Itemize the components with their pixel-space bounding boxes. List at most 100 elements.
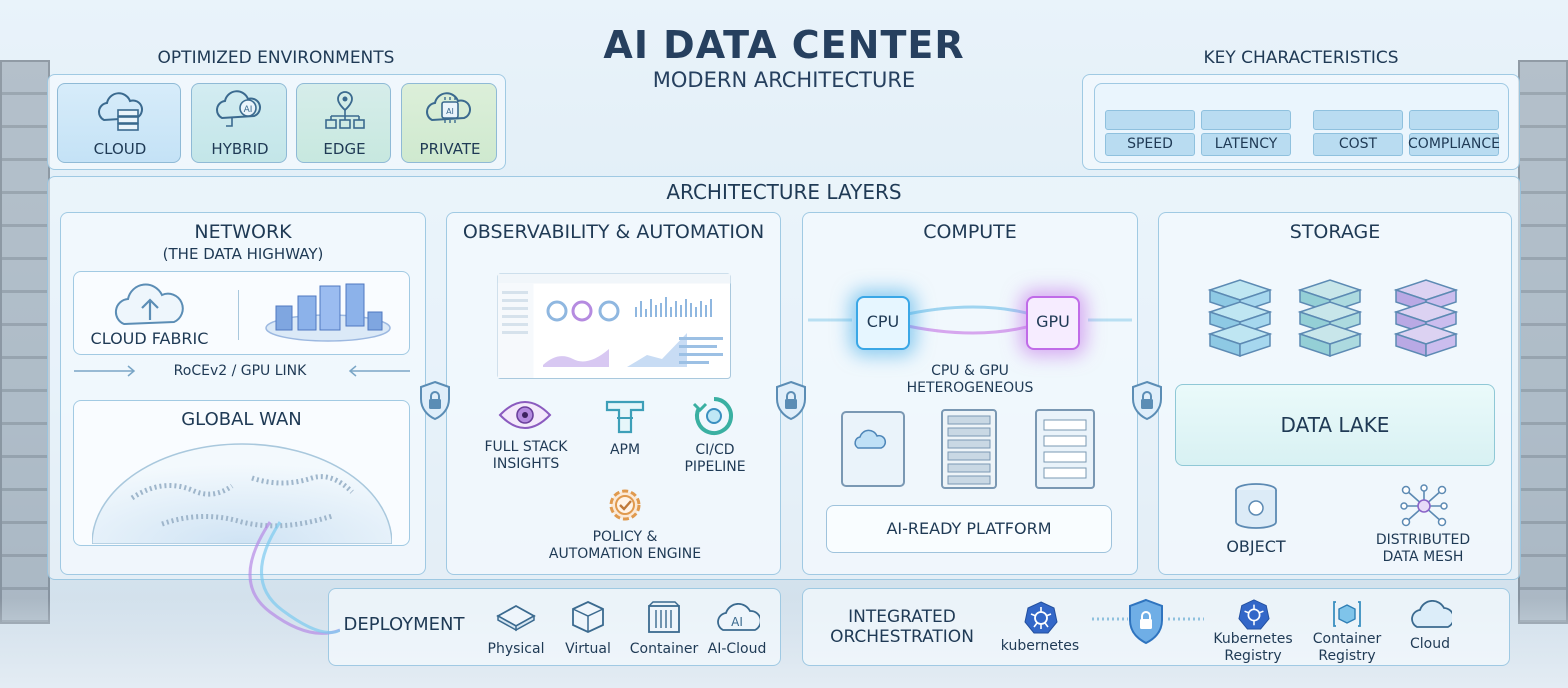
gpu-chip[interactable] bbox=[1026, 296, 1080, 350]
orchestration-shield-icon bbox=[1129, 598, 1163, 645]
ai-ready-platform-box[interactable] bbox=[826, 505, 1112, 553]
env-label-edge: EDGE bbox=[323, 140, 366, 158]
char-bar-cost bbox=[1313, 110, 1403, 130]
container-registry-icon bbox=[1333, 601, 1361, 627]
server-cluster-icon bbox=[265, 283, 391, 342]
data-mesh-label-1: DISTRIBUTED bbox=[1375, 532, 1471, 548]
env-tile-cloud[interactable]: CLOUD bbox=[57, 83, 181, 163]
storage-stacks-icon bbox=[1207, 279, 1459, 358]
security-shield-icon bbox=[776, 380, 806, 421]
char-bar-latency bbox=[1201, 110, 1291, 130]
cloud-fabric-divider bbox=[238, 290, 239, 340]
deployment-title: DEPLOYMENT bbox=[343, 614, 465, 635]
svg-text:AI: AI bbox=[244, 105, 253, 115]
cpu-chip[interactable] bbox=[856, 296, 910, 350]
ai-cloud-icon: AI bbox=[717, 602, 760, 631]
fiber-glow-decoration bbox=[248, 521, 340, 635]
char-chip-speed[interactable] bbox=[1105, 133, 1195, 156]
heterogeneous-label-2: HETEROGENEOUS bbox=[906, 380, 1034, 396]
container-icon bbox=[648, 601, 680, 633]
cloud-fabric-label: CLOUD FABRIC bbox=[90, 329, 209, 348]
object-label: OBJECT bbox=[1226, 537, 1286, 556]
edge-network-icon bbox=[325, 91, 365, 129]
ci-cd-label-2: PIPELINE bbox=[684, 459, 746, 475]
data-lake-label: DATA LAKE bbox=[1280, 413, 1390, 437]
server-rack-right bbox=[1518, 60, 1568, 624]
data-mesh-label-2: DATA MESH bbox=[1382, 549, 1464, 565]
char-label-latency: LATENCY bbox=[1214, 136, 1278, 152]
network-subtitle: (THE DATA HIGHWAY) bbox=[162, 245, 324, 263]
ci-cd-pipeline-icon bbox=[692, 397, 733, 435]
globe-icon bbox=[92, 443, 392, 544]
env-label-private: PRIVATE bbox=[419, 140, 481, 158]
storage-title: STORAGE bbox=[1289, 221, 1381, 243]
kubernetes-registry-label-1: Kubernetes bbox=[1213, 631, 1293, 647]
env-tile-edge[interactable]: EDGE bbox=[296, 83, 391, 163]
observability-panel bbox=[446, 212, 781, 575]
svg-text:AI: AI bbox=[731, 615, 743, 629]
cloud-upload-icon bbox=[114, 283, 184, 326]
env-label-cloud: CLOUD bbox=[93, 140, 147, 158]
data-mesh-icon bbox=[1400, 484, 1448, 527]
ai-chip-cloud-icon: AI bbox=[426, 92, 471, 123]
deploy-label-virtual: Virtual bbox=[565, 641, 611, 657]
char-label-compliance: COMPLIANCE bbox=[1408, 136, 1500, 152]
orchestration-title-1: INTEGRATED bbox=[848, 607, 956, 627]
deploy-label-container: Container bbox=[629, 641, 699, 657]
cloud-label: Cloud bbox=[1410, 636, 1450, 652]
security-shield-icon bbox=[1132, 380, 1162, 421]
char-chip-latency[interactable] bbox=[1201, 133, 1291, 156]
cpu-label: CPU bbox=[866, 312, 900, 331]
ai-ready-platform-label: AI-READY PLATFORM bbox=[886, 519, 1052, 538]
policy-label-2: AUTOMATION ENGINE bbox=[548, 546, 702, 562]
gear-check-icon bbox=[609, 489, 641, 521]
policy-label-1: POLICY & bbox=[592, 529, 658, 545]
char-label-speed: SPEED bbox=[1127, 136, 1173, 152]
network-title: NETWORK bbox=[194, 221, 292, 243]
char-bar-compliance bbox=[1409, 110, 1499, 130]
kubernetes-registry-icon bbox=[1238, 599, 1270, 630]
char-chip-cost[interactable] bbox=[1313, 133, 1403, 156]
svg-text:AI: AI bbox=[446, 107, 454, 116]
server-rack-left bbox=[0, 60, 50, 624]
gpu-label: GPU bbox=[1036, 312, 1070, 331]
data-lake-box[interactable] bbox=[1175, 384, 1495, 466]
architecture-layers-heading: ARCHITECTURE LAYERS bbox=[666, 180, 902, 204]
cloud-server-icon bbox=[98, 92, 143, 131]
dotted-connector bbox=[1092, 617, 1128, 621]
cpu-gpu-link-lines bbox=[808, 305, 1132, 335]
container-registry-label-2: Registry bbox=[1318, 648, 1376, 664]
char-label-cost: COST bbox=[1338, 136, 1378, 152]
apm-label: APM bbox=[609, 442, 641, 458]
env-tile-hybrid[interactable]: AI HYBRID bbox=[191, 83, 287, 163]
gpu-link-arrows bbox=[74, 365, 410, 377]
global-wan-label: GLOBAL WAN bbox=[181, 409, 302, 430]
page-subtitle: MODERN ARCHITECTURE bbox=[652, 68, 916, 92]
page-title: AI DATA CENTER bbox=[603, 23, 965, 67]
env-tile-private[interactable]: AI PRIVATE bbox=[401, 83, 497, 163]
env-label-hybrid: HYBRID bbox=[211, 140, 269, 158]
container-registry-label-1: Container bbox=[1312, 631, 1382, 647]
kubernetes-registry-label-2: Registry bbox=[1224, 648, 1282, 664]
char-chip-compliance[interactable] bbox=[1409, 133, 1499, 156]
dotted-connector bbox=[1168, 617, 1204, 621]
dashboard-screenshot[interactable] bbox=[497, 273, 731, 379]
full-stack-insights-label-1: FULL STACK bbox=[484, 439, 568, 455]
kubernetes-icon bbox=[1024, 601, 1058, 634]
physical-server-icon bbox=[496, 604, 536, 632]
deployment-panel bbox=[328, 588, 781, 666]
deploy-label-physical: Physical bbox=[487, 641, 545, 657]
deploy-label-ai-cloud: AI-Cloud bbox=[707, 641, 767, 657]
observability-title: OBSERVABILITY & AUTOMATION bbox=[462, 221, 765, 243]
compute-title: COMPUTE bbox=[923, 221, 1017, 243]
cloud-icon bbox=[1411, 600, 1452, 628]
environments-heading: OPTIMIZED ENVIRONMENTS bbox=[157, 48, 395, 68]
full-stack-insights-label-2: INSIGHTS bbox=[492, 456, 560, 472]
gpu-link-label: RoCEv2 / GPU LINK bbox=[173, 363, 307, 379]
orchestration-title-2: ORCHESTRATION bbox=[830, 627, 974, 647]
object-storage-icon bbox=[1235, 483, 1277, 529]
apm-icon bbox=[605, 400, 645, 434]
char-bar-speed bbox=[1105, 110, 1195, 130]
eye-icon bbox=[498, 401, 552, 429]
security-shield-icon bbox=[420, 380, 450, 421]
